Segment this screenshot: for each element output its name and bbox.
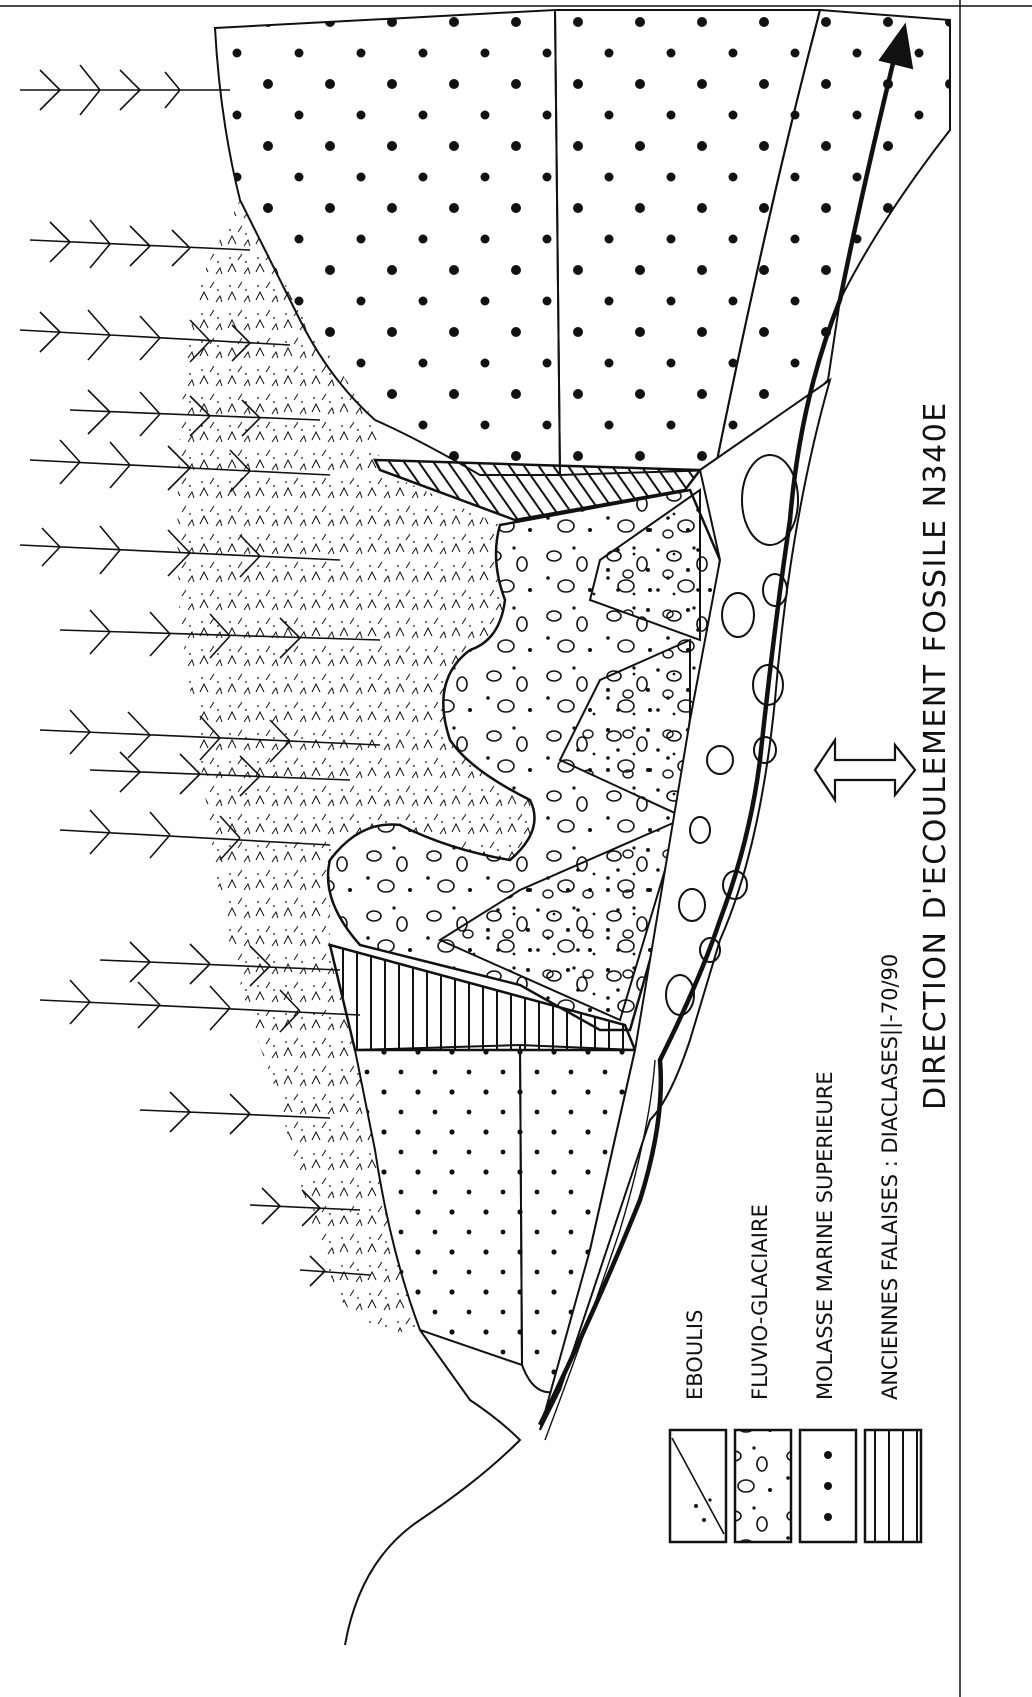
legend-label-falaises: ANCIENNES FALAISES : DIACLASES||-70/90 [878, 954, 903, 1400]
legend-label-eboulis: EBOULIS [683, 1310, 707, 1400]
legend-swatch-fluvio [735, 1430, 791, 1542]
legend: EBOULIS FLUVIO-GLACIAIRE MOLASSE MARINE … [670, 954, 921, 1542]
legend-label-fluvio: FLUVIO-GLACIAIRE [748, 1204, 772, 1400]
direction-title: DIRECTION D'ECOULEMENT FOSSILE N340E [918, 401, 953, 1110]
direction-symbol [815, 740, 915, 800]
hillside-outline [345, 1330, 520, 1645]
landscape [20, 10, 950, 1645]
legend-label-molasse: MOLASSE MARINE SUPERIEURE [813, 1071, 837, 1400]
legend-swatch-falaises [865, 1430, 921, 1542]
